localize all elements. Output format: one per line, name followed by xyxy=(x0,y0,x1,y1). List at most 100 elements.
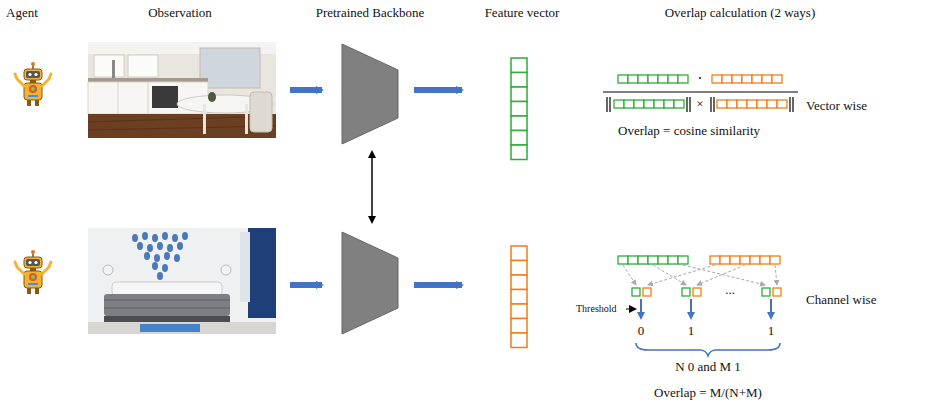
drawing-part xyxy=(618,256,628,264)
drawing-part xyxy=(606,97,607,112)
channel-wise-scheme xyxy=(618,256,781,356)
agent-robot xyxy=(15,250,51,294)
drawing-part xyxy=(682,288,690,296)
drawing-part xyxy=(762,288,770,296)
drawing-part xyxy=(628,75,638,83)
drawing-part xyxy=(740,256,750,264)
drawing-part xyxy=(664,100,674,108)
column-header: Feature vector xyxy=(485,6,560,21)
drawing-part xyxy=(88,78,208,82)
drawing-part xyxy=(624,100,634,108)
drawing-part xyxy=(603,91,798,92)
drawing-part xyxy=(775,265,777,285)
drawing-part xyxy=(164,252,170,260)
drawing-part xyxy=(641,299,771,318)
flow-arrow xyxy=(290,282,322,288)
column-header: Agent xyxy=(6,6,38,21)
drawing-part xyxy=(742,75,752,83)
method-name: Vector wise xyxy=(806,99,867,114)
drawing-part xyxy=(140,324,200,332)
drawing-part xyxy=(628,256,638,264)
drawing-part xyxy=(152,234,158,242)
drawing-part xyxy=(686,97,687,112)
drawing-part xyxy=(693,288,701,296)
drawing-part xyxy=(648,75,658,83)
drawing-part xyxy=(674,100,684,108)
drawing-part xyxy=(88,322,276,334)
drawing-part xyxy=(162,232,168,240)
drawing-part xyxy=(789,97,790,112)
drawing-part xyxy=(154,254,160,262)
drawing-part xyxy=(132,234,138,242)
drawing-part xyxy=(88,228,276,334)
drawing-part xyxy=(157,272,163,280)
drawing-part xyxy=(248,228,276,318)
drawing-part xyxy=(88,42,276,138)
drawing-part xyxy=(632,288,781,296)
drawing-part xyxy=(137,242,143,250)
drawing-part xyxy=(717,100,727,108)
drawing-part xyxy=(240,232,250,302)
threshold-label: Threshold xyxy=(576,303,617,315)
drawing-part xyxy=(722,75,732,83)
drawing-part xyxy=(511,261,527,276)
drawing-part xyxy=(618,75,628,83)
formula-note: Overlap = cosine similarity xyxy=(618,124,760,139)
drawing-part xyxy=(654,100,664,108)
column-header: Observation xyxy=(148,6,212,21)
drawing-part xyxy=(104,294,230,316)
drawing-part xyxy=(623,265,777,285)
drawing-part xyxy=(618,256,688,264)
drawing-part xyxy=(767,100,777,108)
drawing-part xyxy=(760,256,770,264)
drawing-part xyxy=(112,60,115,78)
drawing-part xyxy=(250,92,272,132)
drawing-part xyxy=(730,256,740,264)
drawing-part xyxy=(511,116,527,131)
drawing-part xyxy=(678,75,688,83)
drawing-part xyxy=(644,100,654,108)
drawing-part xyxy=(770,256,780,264)
drawing-part xyxy=(104,316,230,322)
drawing-part xyxy=(623,265,636,285)
drawing-part xyxy=(132,232,188,280)
method-name: Channel wise xyxy=(806,293,876,308)
drawing-part xyxy=(658,256,668,264)
drawing-part xyxy=(511,246,527,261)
drawing-part xyxy=(752,75,762,83)
column-header: Overlap calculation (2 ways) xyxy=(665,6,816,21)
drawing-part xyxy=(720,256,730,264)
drawing-part xyxy=(792,97,793,112)
drawing-part xyxy=(128,55,158,77)
drawing-part xyxy=(710,256,720,264)
drawing-part xyxy=(618,75,688,83)
drawing-part xyxy=(762,75,772,83)
drawing-part xyxy=(643,288,651,296)
drawing-part xyxy=(147,244,153,252)
drawing-part xyxy=(511,304,527,319)
flow-arrow xyxy=(414,87,462,93)
drawing-part xyxy=(634,100,644,108)
drawing-part xyxy=(511,131,527,146)
formula-note: Overlap = M/(N+M) xyxy=(654,386,762,401)
drawing-part xyxy=(712,75,722,83)
drawing-part xyxy=(221,265,231,275)
drawing-part xyxy=(689,97,690,112)
drawing-part xyxy=(712,75,782,83)
green-feature-vector xyxy=(511,58,527,160)
drawing-part xyxy=(162,264,168,272)
drawing-part xyxy=(157,242,163,250)
drawing-part xyxy=(770,299,772,318)
drawing-part xyxy=(152,86,178,108)
drawing-part xyxy=(607,97,793,112)
drawing-part xyxy=(737,100,747,108)
flow-arrow xyxy=(290,87,322,93)
times-operator: × xyxy=(696,97,703,112)
drawing-part xyxy=(511,102,527,117)
drawing-part xyxy=(747,100,757,108)
drawing-part xyxy=(750,256,760,264)
drawing-part xyxy=(668,256,678,264)
drawing-part xyxy=(245,104,248,134)
drawing-part xyxy=(757,100,767,108)
drawing-part xyxy=(732,75,742,83)
